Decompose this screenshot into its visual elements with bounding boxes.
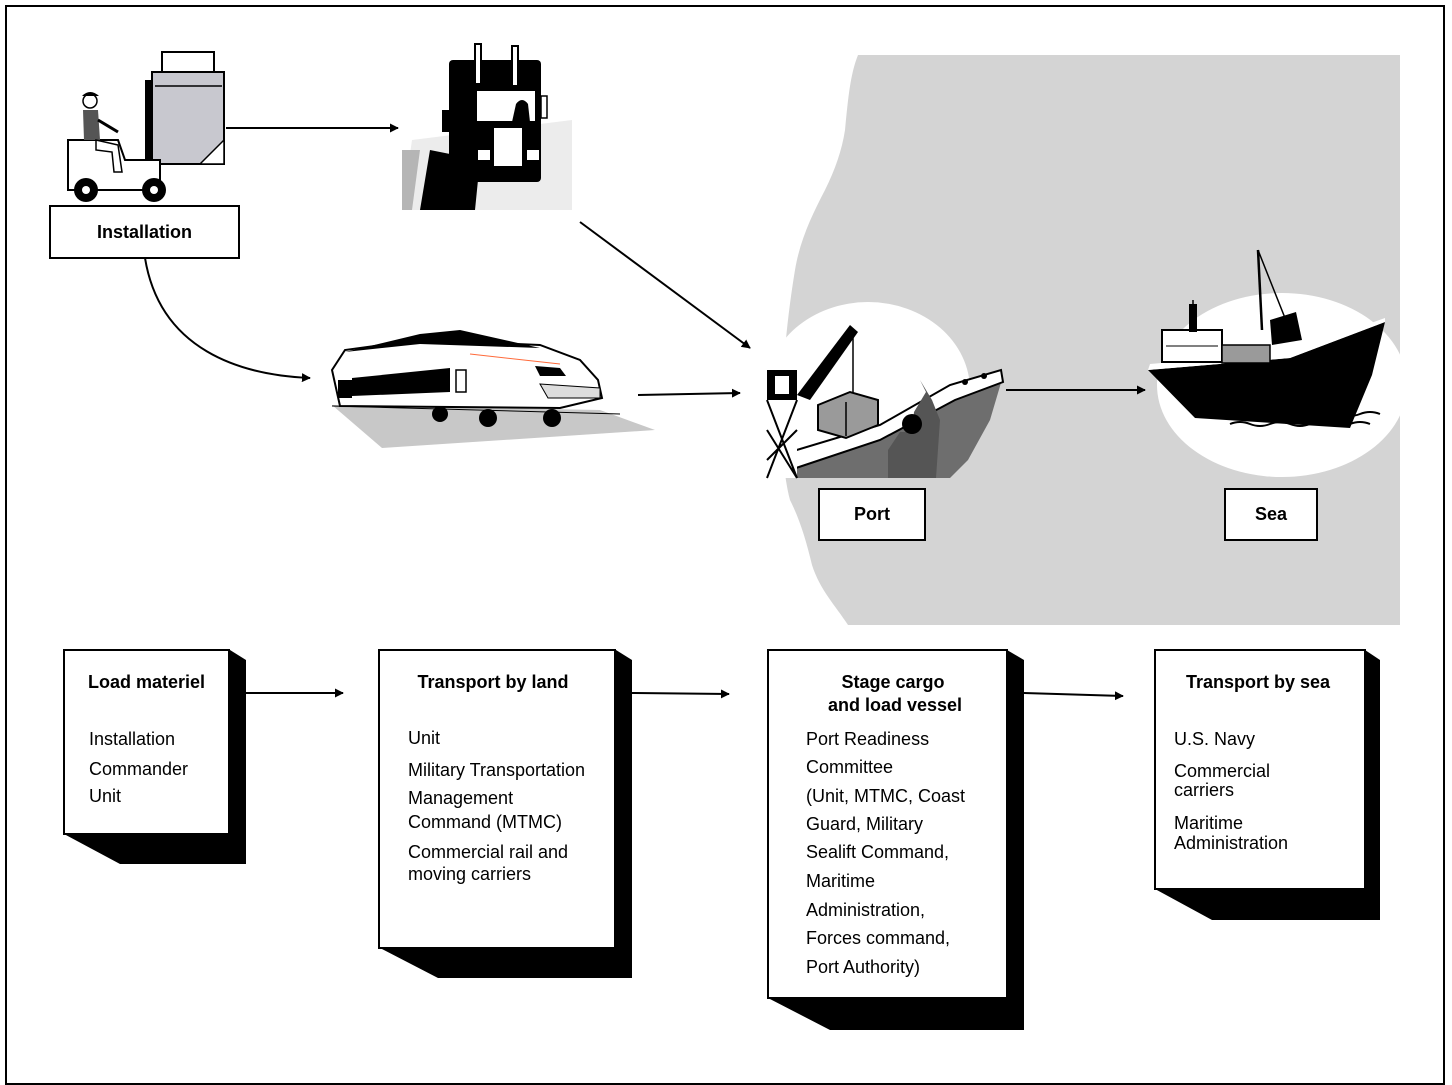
train-icon bbox=[330, 330, 655, 448]
card-line: (Unit, MTMC, Coast bbox=[806, 786, 966, 806]
load-materiel-card: Load materiel Installation Commander Uni… bbox=[63, 649, 230, 835]
card-line: Administration bbox=[1174, 833, 1289, 853]
arrow-installation-to-train bbox=[144, 257, 311, 383]
card-line: Commander bbox=[89, 759, 189, 779]
port-crane-icon bbox=[766, 302, 1005, 479]
card-line: Commercial bbox=[1174, 761, 1271, 781]
card-title: Transport by land bbox=[417, 672, 569, 692]
card-line: Unit bbox=[408, 728, 441, 748]
truck-icon bbox=[402, 43, 572, 210]
card-line: Command (MTMC) bbox=[408, 812, 563, 832]
card-line: Administration, bbox=[806, 900, 926, 920]
card-title: Transport by sea bbox=[1185, 672, 1331, 692]
arrow-truck-to-port bbox=[579, 221, 751, 349]
card-line: Installation bbox=[89, 729, 176, 749]
card-line: Management bbox=[408, 788, 514, 808]
process-arrows bbox=[246, 688, 1124, 701]
card-line: Maritime bbox=[806, 871, 876, 891]
card-shadows bbox=[64, 650, 1380, 1030]
card-line: carriers bbox=[1174, 780, 1235, 800]
arrow-train-to-port bbox=[637, 388, 741, 398]
arrow-land-to-stage bbox=[631, 689, 730, 699]
card-line: Port Readiness bbox=[806, 729, 930, 749]
cargo-ship-icon bbox=[1148, 249, 1407, 477]
installation-label: Installation bbox=[49, 205, 240, 259]
card-title: and load vessel bbox=[827, 695, 963, 715]
transport-by-land-card: Transport by land Unit Military Transpor… bbox=[378, 649, 616, 949]
sea-label: Sea bbox=[1224, 488, 1318, 541]
arrow-stage-to-sea bbox=[1023, 691, 1124, 701]
card-line: moving carriers bbox=[408, 864, 532, 884]
forklift-icon bbox=[67, 51, 225, 202]
flow-arrows bbox=[144, 123, 1146, 398]
card-line: Military Transportation bbox=[408, 760, 586, 780]
card-title: Stage cargo bbox=[841, 672, 945, 692]
card-line: Maritime bbox=[1174, 813, 1244, 833]
card-line: Guard, Military bbox=[806, 814, 924, 834]
card-line: U.S. Navy bbox=[1174, 729, 1256, 749]
card-line: Commercial rail and bbox=[408, 842, 569, 862]
card-title: Load materiel bbox=[87, 672, 206, 692]
card-line: Unit bbox=[89, 786, 122, 806]
port-sea-region bbox=[781, 55, 1400, 625]
stage-cargo-card: Stage cargo and load vessel Port Readine… bbox=[767, 649, 1008, 999]
transport-by-sea-card: Transport by sea U.S. Navy Commercial ca… bbox=[1154, 649, 1366, 890]
card-line: Forces command, bbox=[806, 928, 951, 948]
port-label: Port bbox=[818, 488, 926, 541]
card-line: Port Authority) bbox=[806, 957, 921, 977]
card-line: Sealift Command, bbox=[806, 842, 950, 862]
card-line: Committee bbox=[806, 757, 894, 777]
